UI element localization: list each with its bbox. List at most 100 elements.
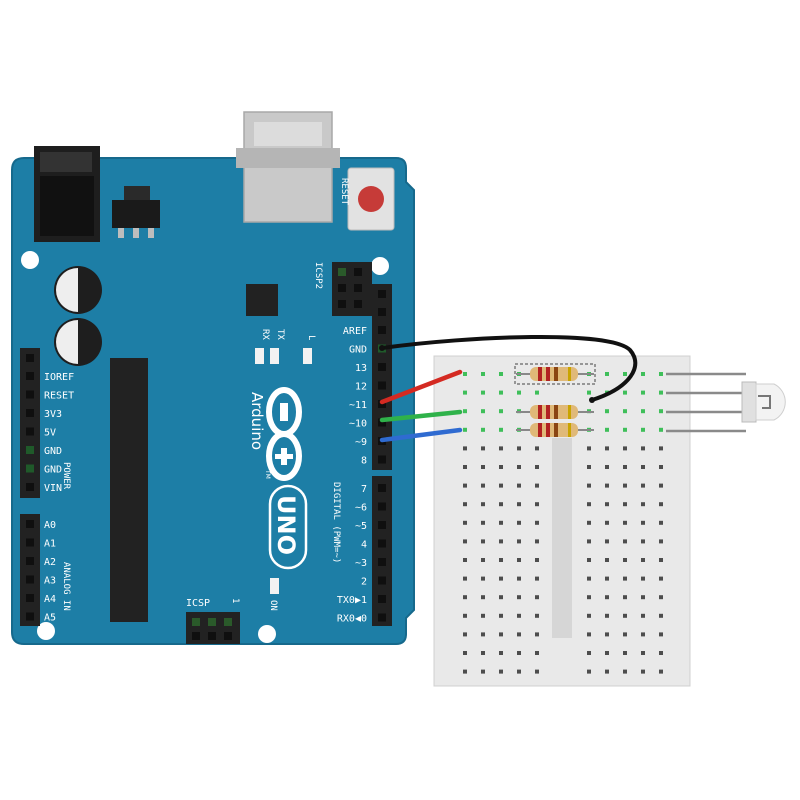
digital-pin bbox=[378, 381, 386, 390]
breadboard-hole bbox=[587, 613, 591, 618]
breadboard-hole bbox=[481, 390, 485, 395]
power-group-label: POWER bbox=[61, 462, 71, 490]
pin-label: GND bbox=[349, 345, 367, 356]
power-pin bbox=[26, 464, 34, 473]
breadboard-hole bbox=[659, 483, 663, 488]
digital-pin bbox=[378, 613, 386, 622]
digital-pin bbox=[378, 418, 386, 427]
breadboard-hole bbox=[641, 539, 645, 544]
breadboard-hole bbox=[499, 651, 503, 655]
breadboard-hole bbox=[517, 651, 521, 655]
pin-label: IOREF bbox=[44, 372, 74, 383]
power-header bbox=[20, 348, 40, 498]
uno-logo bbox=[268, 484, 308, 570]
breadboard-hole bbox=[587, 595, 591, 600]
digital-pin bbox=[378, 576, 386, 585]
capacitor bbox=[54, 318, 102, 366]
digital-group-label: DIGITAL (PWM=~) bbox=[331, 482, 341, 563]
breadboard-hole bbox=[605, 465, 609, 469]
digital-pin bbox=[378, 455, 386, 464]
breadboard-hole bbox=[659, 465, 663, 469]
breadboard-hole bbox=[641, 669, 645, 674]
breadboard-hole bbox=[499, 632, 503, 637]
breadboard-hole bbox=[463, 372, 467, 376]
breadboard-hole bbox=[641, 502, 645, 507]
breadboard-hole bbox=[623, 502, 627, 507]
wire-gnd bbox=[380, 334, 638, 402]
breadboard-hole bbox=[499, 446, 503, 451]
pin-label: GND bbox=[44, 465, 62, 476]
pin-label: A2 bbox=[44, 557, 56, 568]
breadboard-hole bbox=[499, 558, 503, 562]
breadboard-hole bbox=[535, 520, 539, 525]
pin-label: ~9 bbox=[355, 437, 367, 448]
breadboard-hole bbox=[499, 465, 503, 469]
microcontroller-chip bbox=[110, 358, 148, 622]
breadboard-hole bbox=[587, 465, 591, 469]
digital-pin bbox=[378, 521, 386, 529]
breadboard-hole bbox=[623, 539, 627, 544]
pin-label: RX0◀0 bbox=[337, 614, 367, 625]
breadboard-hole bbox=[659, 446, 663, 451]
breadboard-hole bbox=[605, 576, 609, 581]
rgb-led bbox=[666, 372, 786, 433]
pin-label: TX0▶1 bbox=[337, 595, 367, 606]
digital-header-bottom bbox=[372, 476, 392, 626]
pin-label: 2 bbox=[361, 577, 367, 588]
wire-end bbox=[379, 345, 385, 351]
breadboard-hole bbox=[535, 558, 539, 562]
breadboard-hole bbox=[641, 390, 645, 395]
icsp2-pin bbox=[338, 268, 346, 276]
icsp-pin bbox=[208, 618, 216, 626]
breadboard-hole bbox=[499, 613, 503, 618]
reset-button[interactable] bbox=[347, 167, 395, 231]
digital-pin bbox=[378, 558, 386, 566]
breadboard-hole bbox=[659, 390, 663, 395]
breadboard-hole bbox=[641, 372, 645, 376]
pin-label: ~10 bbox=[349, 419, 367, 430]
breadboard-hole bbox=[587, 483, 591, 488]
breadboard-hole bbox=[499, 502, 503, 507]
analog-pin bbox=[26, 612, 34, 621]
breadboard-hole bbox=[535, 502, 539, 507]
breadboard-hole bbox=[481, 576, 485, 581]
breadboard-hole bbox=[481, 558, 485, 562]
wire-blue bbox=[379, 427, 463, 443]
breadboard-hole bbox=[499, 372, 503, 376]
mounting-hole bbox=[258, 625, 276, 643]
breadboard-hole bbox=[463, 669, 467, 674]
icsp2-pin bbox=[338, 300, 346, 308]
breadboard-hole bbox=[463, 539, 467, 544]
digital-pin bbox=[378, 502, 386, 511]
breadboard-hole bbox=[587, 390, 591, 395]
breadboard-hole bbox=[463, 576, 467, 581]
breadboard-hole bbox=[659, 502, 663, 507]
capacitor bbox=[54, 266, 102, 314]
pin-label: A5 bbox=[44, 613, 56, 624]
wire-end bbox=[589, 397, 595, 403]
pin-label: GND bbox=[44, 446, 62, 457]
breadboard-hole bbox=[641, 613, 645, 618]
breadboard-hole bbox=[659, 669, 663, 674]
usb-connector bbox=[236, 111, 340, 223]
analog-pin bbox=[26, 520, 34, 528]
icsp-pin bbox=[224, 618, 232, 626]
on-label: ON bbox=[268, 600, 278, 611]
pin-label: 12 bbox=[355, 382, 367, 393]
power-pin bbox=[26, 409, 34, 417]
breadboard-hole bbox=[623, 632, 627, 637]
breadboard-hole bbox=[499, 539, 503, 544]
breadboard-hole bbox=[481, 539, 485, 544]
breadboard-hole bbox=[605, 502, 609, 507]
icsp2-pin bbox=[354, 268, 362, 276]
icsp-pin bbox=[192, 618, 200, 626]
breadboard-hole bbox=[463, 558, 467, 562]
breadboard-hole bbox=[641, 520, 645, 525]
pin-label: A0 bbox=[44, 520, 56, 531]
breadboard-hole bbox=[481, 632, 485, 637]
pin-label: A1 bbox=[44, 539, 56, 550]
breadboard-hole bbox=[535, 539, 539, 544]
breadboard-hole bbox=[659, 427, 663, 432]
pin-label: VIN bbox=[44, 483, 62, 494]
